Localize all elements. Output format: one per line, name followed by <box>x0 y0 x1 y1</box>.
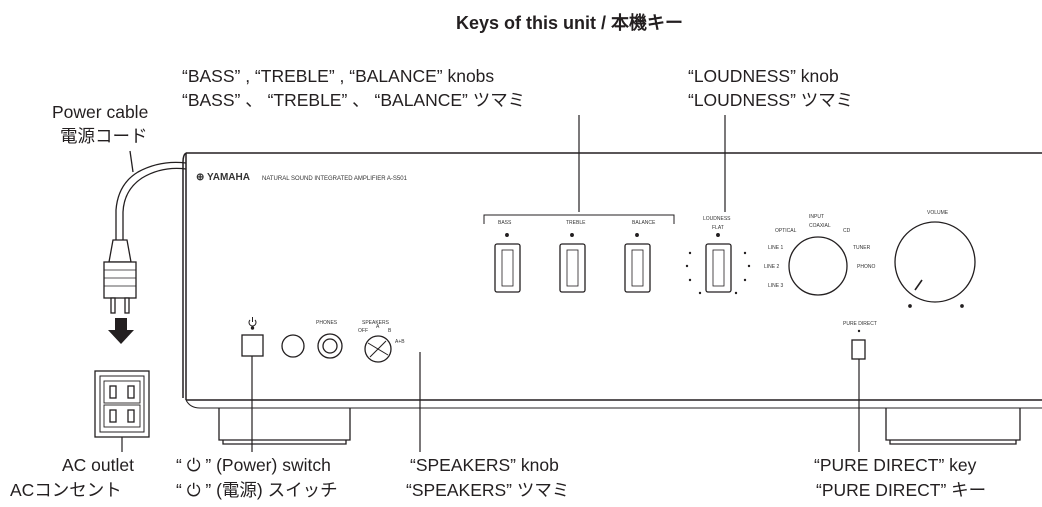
speakers-off-label: OFF <box>358 328 368 334</box>
balance-knob[interactable] <box>624 233 651 293</box>
amplifier-feet <box>218 408 1021 445</box>
treble-knob[interactable] <box>559 233 586 293</box>
loudness-dots <box>685 251 751 295</box>
model-name: NATURAL SOUND INTEGRATED AMPLIFIER A-S50… <box>262 176 408 182</box>
pure-direct-panel-label: PURE DIRECT <box>843 321 877 327</box>
power-cable <box>115 150 187 240</box>
phones-label: PHONES <box>316 320 338 326</box>
amplifier-front-panel <box>182 152 1042 409</box>
loudness-panel-label: LOUDNESS <box>703 216 731 222</box>
loudness-knob[interactable] <box>705 233 732 293</box>
input-selector-knob[interactable] <box>788 236 848 296</box>
down-arrow-icon <box>108 318 134 344</box>
tone-bracket <box>483 214 675 224</box>
volume-knob[interactable] <box>894 221 976 308</box>
line3-label: LINE 3 <box>768 283 784 289</box>
phono-label: PHONO <box>857 264 875 270</box>
brand-logo: ⊕ YAMAHA <box>196 172 250 183</box>
power-icon <box>248 317 257 330</box>
bass-knob[interactable] <box>494 233 521 293</box>
balance-label: BALANCE <box>632 220 656 226</box>
speakers-b-label: B <box>388 328 392 334</box>
leader-lines <box>121 115 860 452</box>
coaxial-label: COAXIAL <box>809 223 831 229</box>
bass-label: BASS <box>498 220 512 226</box>
input-label: INPUT <box>809 214 824 220</box>
diagram-title: Keys of this unit / 本機キー <box>456 13 684 33</box>
pure-direct-key-label-en: “PURE DIRECT” key <box>814 455 977 475</box>
loudness-knob-label-ja: “LOUDNESS” ツマミ <box>688 90 854 110</box>
line2-label: LINE 2 <box>764 264 780 270</box>
speakers-knob-label-en: “SPEAKERS” knob <box>410 455 559 475</box>
speakers-knob[interactable] <box>364 335 392 363</box>
optical-label: OPTICAL <box>775 228 797 234</box>
volume-label: VOLUME <box>927 210 949 216</box>
speakers-knob-label-ja: “SPEAKERS” ツマミ <box>406 480 570 500</box>
power-switch-label-en: “ ⏻ ” (Power) switch <box>176 455 331 475</box>
phones-jack[interactable] <box>281 333 343 359</box>
power-switch-label-ja: “ ⏻ ” (電源) スイッチ <box>176 480 338 500</box>
power-switch[interactable] <box>241 334 264 357</box>
flat-label: FLAT <box>712 225 724 231</box>
cd-label: CD <box>843 228 851 234</box>
ac-outlet-label-en: AC outlet <box>62 455 134 475</box>
ac-outlet-label-ja: ACコンセント <box>10 480 122 500</box>
power-plug <box>103 239 137 314</box>
treble-label: TREBLE <box>566 220 586 226</box>
line1-label: LINE 1 <box>768 245 784 251</box>
tone-knobs-label-ja: “BASS” 、 “TREBLE” 、 “BALANCE” ツマミ <box>182 90 526 110</box>
speakers-panel-label: SPEAKERS <box>362 320 390 326</box>
power-cable-label-en: Power cable <box>52 102 149 122</box>
loudness-knob-label-en: “LOUDNESS” knob <box>688 66 839 86</box>
ac-outlet <box>94 370 150 438</box>
pure-direct-key-label-ja: “PURE DIRECT” キー <box>816 480 987 500</box>
tone-knobs-label-en: “BASS” , “TREBLE” , “BALANCE” knobs <box>182 66 495 86</box>
tuner-label: TUNER <box>853 245 871 251</box>
pure-direct-key[interactable] <box>851 339 866 360</box>
power-cable-label-ja: 電源コード <box>60 126 148 146</box>
speakers-ab-label: A+B <box>395 339 405 345</box>
speakers-a-label: A <box>376 324 380 330</box>
